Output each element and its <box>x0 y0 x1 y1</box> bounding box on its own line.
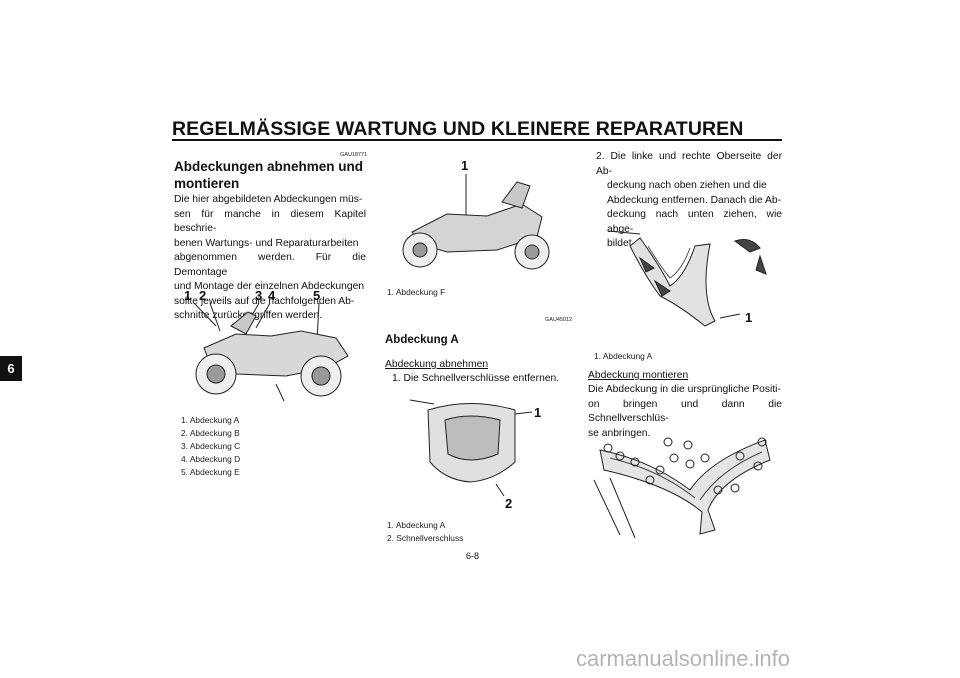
chapter-tab: 6 <box>0 356 22 381</box>
callout-number: 2 <box>505 496 513 511</box>
body-line: Die hier abgebildeten Abdeckungen müs- <box>174 194 363 205</box>
remove-heading: Abdeckung abnehmen <box>385 359 489 370</box>
cover-a-title: Abdeckung A <box>385 334 459 346</box>
caption-item: 1. Abdeckung A <box>181 415 240 425</box>
caption-item: 1. Abdeckung A <box>387 520 446 530</box>
scooter-figure-cover-f <box>392 172 560 272</box>
caption-item: 4. Abdeckung D <box>181 454 241 464</box>
callout-number: 1 <box>534 405 542 420</box>
body-line: benen Wartungs- und Reparaturarbeiten <box>174 237 359 249</box>
step-1: 1. Die Schnellverschlüsse entfernen. <box>392 373 560 384</box>
page-number: 6-8 <box>466 551 480 561</box>
step2-line: deckung nach unten ziehen, wie abge- <box>607 209 782 235</box>
page-header-title: REGELMÄSSIGE WARTUNG UND KLEINERE REPARA… <box>172 118 744 140</box>
install-line: Die Abdeckung in die ursprüngliche Posit… <box>588 384 781 395</box>
body-line: sen für manche in diesem Kapitel beschri… <box>174 208 366 235</box>
install-line: se anbringen. <box>588 427 651 439</box>
caption-item: 5. Abdeckung E <box>181 467 240 477</box>
section-title-line2: montieren <box>174 176 240 191</box>
callout-number: 1 <box>745 310 753 325</box>
step2-caption: 1. Abdeckung A <box>594 351 653 361</box>
body-line: und Montage der einzelnen Abdeckungen <box>174 281 365 292</box>
cover-a-installation-figure <box>590 430 780 542</box>
cover-a-code: GAU45012 <box>545 317 573 323</box>
step2-line: deckung nach oben ziehen und die <box>607 180 767 191</box>
body-line: abgenommen werden. Für die Demontage <box>174 252 366 278</box>
callout-number: 4 <box>268 288 276 303</box>
install-line: on bringen und dann die Schnellverschlüs… <box>588 398 782 425</box>
install-body: Die Abdeckung in die ursprüngliche Posit… <box>588 383 782 441</box>
caption-item: 2. Abdeckung B <box>181 428 240 438</box>
header-rule <box>172 139 782 141</box>
watermark-text: carmanualsonline.info <box>576 646 791 671</box>
caption-item: 3. Abdeckung C <box>181 441 241 451</box>
cover-a-removal-figure <box>600 226 780 344</box>
scooter-figure-covers <box>176 286 366 406</box>
callout-number: 1 <box>184 288 192 303</box>
callout-number: 2 <box>199 288 207 303</box>
section-title-line1: Abdeckungen abnehmen und <box>174 159 364 174</box>
step2-line: Abdeckung entfernen. Danach die Ab- <box>607 194 782 206</box>
body-line: sollte jeweils auf die nachfolgenden Ab- <box>174 295 355 307</box>
figure1-captions: 1. Abdeckung A 2. Abdeckung B 3. Abdecku… <box>181 414 240 479</box>
callout-number: 3 <box>255 288 263 303</box>
cover-a-captions: 1. Abdeckung A 2. Schnellverschluss <box>387 519 463 545</box>
callout-number: 5 <box>313 288 321 303</box>
cover-a-figure <box>400 392 540 502</box>
step-2: 2. Die linke und rechte Oberseite der Ab… <box>596 150 782 252</box>
caption-item: 2. Schnellverschluss <box>387 533 464 543</box>
step2-line: bildet. <box>607 238 635 249</box>
install-heading: Abdeckung montieren <box>588 370 689 381</box>
callout-number: 1 <box>461 158 469 173</box>
figure2-caption: 1. Abdeckung F <box>387 287 446 297</box>
step2-line: 2. Die linke und rechte Oberseite der Ab… <box>596 151 782 177</box>
section-code: GAU18771 <box>340 152 368 158</box>
